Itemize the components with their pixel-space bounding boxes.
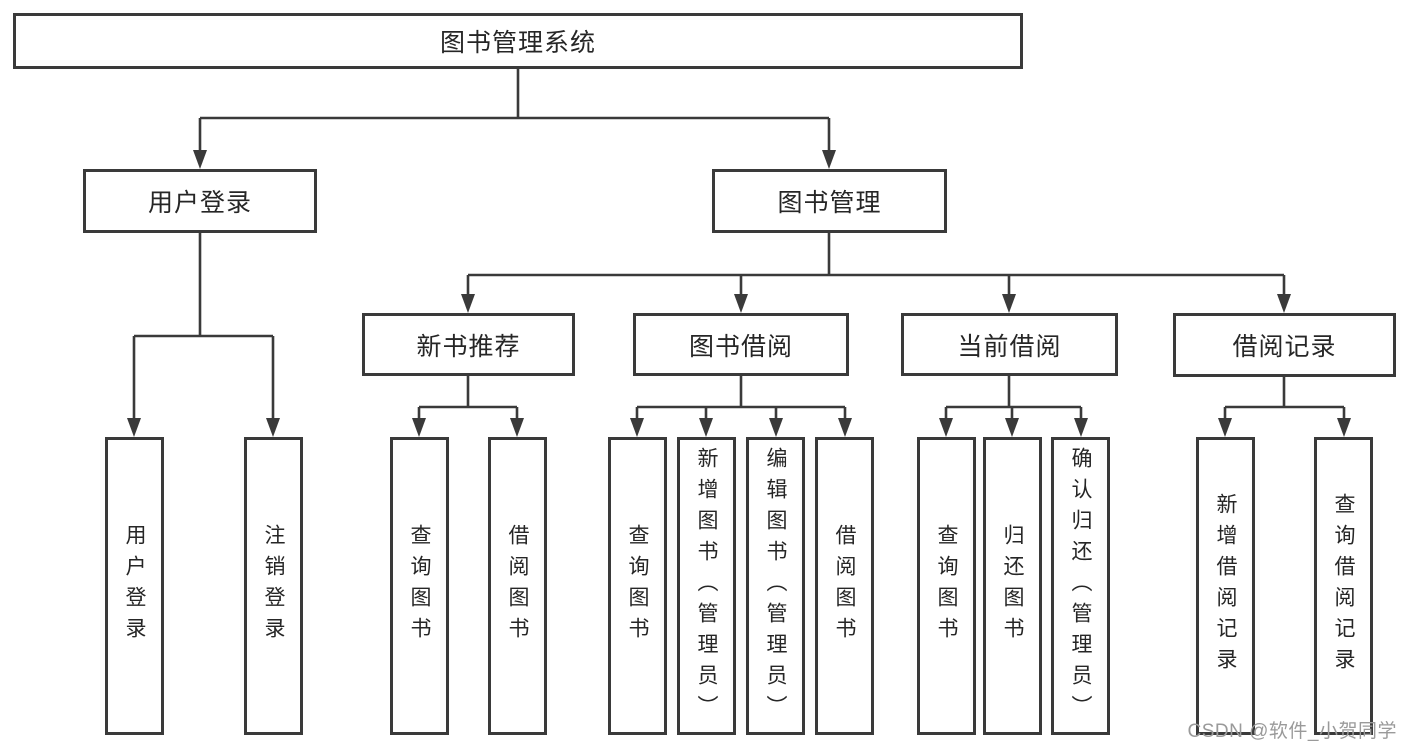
node-user-login: 用户登录: [83, 169, 317, 233]
leaf-add-book-admin: 新增图书（管理员）: [677, 437, 736, 735]
node-root-system: 图书管理系统: [13, 13, 1023, 69]
leaf-add-borrow-record: 新增借阅记录: [1196, 437, 1255, 735]
arrowhead-down-icon: [1337, 418, 1351, 437]
arrowhead-down-icon: [822, 150, 836, 169]
arrowhead-down-icon: [939, 418, 953, 437]
leaf-query-books: 查询图书: [917, 437, 976, 735]
arrowhead-down-icon: [510, 418, 524, 437]
leaf-borrow-books: 借阅图书: [488, 437, 547, 735]
connector-newbooks-to-leaves: [412, 376, 524, 437]
arrowhead-down-icon: [412, 418, 426, 437]
leaf-query-books: 查询图书: [608, 437, 667, 735]
leaf-return-books: 归还图书: [983, 437, 1042, 735]
node-book-management: 图书管理: [712, 169, 947, 233]
leaf-logout: 注销登录: [244, 437, 303, 735]
leaf-user-login: 用户登录: [105, 437, 164, 735]
connector-login-to-leaves: [127, 233, 280, 437]
arrowhead-down-icon: [1218, 418, 1232, 437]
connector-management-to-level3: [461, 233, 1291, 313]
arrowhead-down-icon: [461, 294, 475, 313]
leaf-borrow-books: 借阅图书: [815, 437, 874, 735]
connector-records-to-leaves: [1218, 377, 1351, 437]
connector-borrowing-to-leaves: [630, 376, 852, 437]
node-book-borrowing: 图书借阅: [633, 313, 849, 376]
arrowhead-down-icon: [193, 150, 207, 169]
arrowhead-down-icon: [127, 418, 141, 437]
leaf-query-borrow-record: 查询借阅记录: [1314, 437, 1373, 735]
csdn-watermark: CSDN @软件_小贺同学: [1187, 721, 1397, 742]
node-current-borrowing: 当前借阅: [901, 313, 1118, 376]
node-new-book-recommendation: 新书推荐: [362, 313, 575, 376]
connector-root-to-level2: [193, 69, 836, 169]
arrowhead-down-icon: [630, 418, 644, 437]
arrowhead-down-icon: [1277, 294, 1291, 313]
leaf-confirm-return-admin: 确认归还（管理员）: [1051, 437, 1110, 735]
arrowhead-down-icon: [1074, 418, 1088, 437]
arrowhead-down-icon: [699, 418, 713, 437]
leaf-query-books: 查询图书: [390, 437, 449, 735]
leaf-edit-book-admin: 编辑图书（管理员）: [746, 437, 805, 735]
arrowhead-down-icon: [1002, 294, 1016, 313]
arrowhead-down-icon: [769, 418, 783, 437]
arrowhead-down-icon: [838, 418, 852, 437]
arrowhead-down-icon: [266, 418, 280, 437]
arrowhead-down-icon: [734, 294, 748, 313]
connector-current-to-leaves: [939, 376, 1088, 437]
node-borrowing-records: 借阅记录: [1173, 313, 1396, 377]
arrowhead-down-icon: [1005, 418, 1019, 437]
